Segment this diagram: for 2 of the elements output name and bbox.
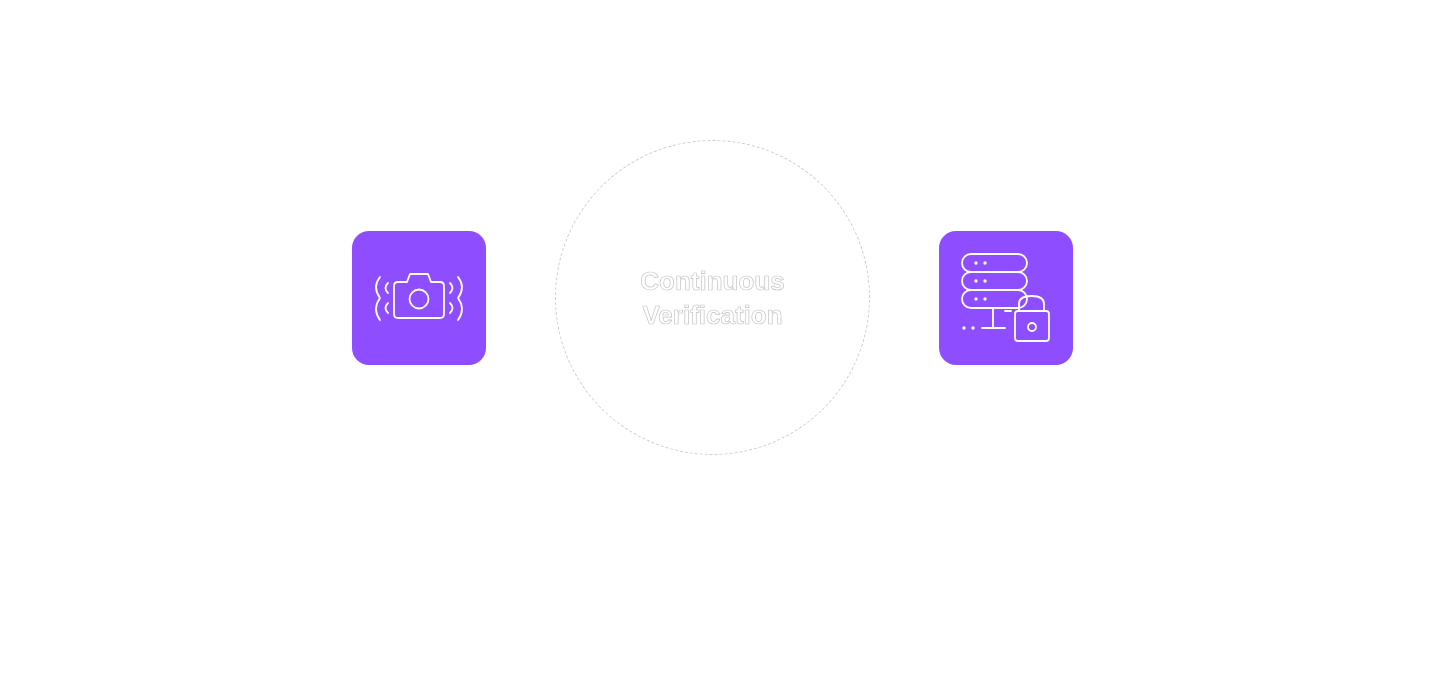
- vibrating-camera-icon: [352, 231, 486, 365]
- server-lock-icon: [939, 231, 1073, 365]
